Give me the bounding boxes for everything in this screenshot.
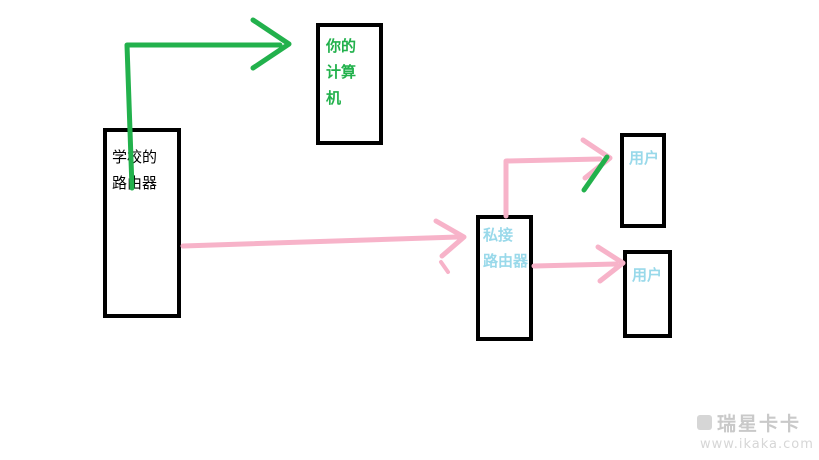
watermark-brand-text: 瑞星卡卡 [717,413,802,435]
your-computer-label-line2: 计算 [326,63,357,81]
pink-arrow3-head [595,244,626,284]
your-computer-label-line1: 你的 [326,37,357,55]
user-bottom-label: 用户 [632,266,663,284]
node-user-bottom: 用户 [623,250,672,338]
node-your-computer: 你的 计算 机 [316,23,383,145]
pink-arrow3-shaft [531,261,619,269]
school-router-label-line2: 路由器 [112,174,158,192]
node-private-router: 私接 路由器 [476,215,533,341]
node-school-router: 学校的 路由器 [103,128,181,318]
school-router-label-line1: 学校的 [112,148,158,166]
pink-arrow1-head [433,218,467,259]
your-computer-label-line3: 机 [326,89,342,107]
watermark: 瑞星卡卡 www.ikaka.com [697,409,814,452]
pink-arrow1-shaft [180,234,461,249]
pink-arrow2-shaft [503,156,603,219]
user-top-label: 用户 [629,149,660,167]
private-router-label-line1: 私接 [483,226,514,244]
pink-stray-mark [439,260,450,274]
green-stray-mark [581,154,610,193]
green-arrow-head [250,17,292,71]
node-user-top: 用户 [620,133,666,228]
private-router-label-line2: 路由器 [483,252,529,270]
watermark-url-text: www.ikaka.com [700,437,814,452]
watermark-brand-row: 瑞星卡卡 [697,409,814,436]
ikaka-logo-icon [697,415,712,430]
pink-arrow2-head [580,137,613,181]
